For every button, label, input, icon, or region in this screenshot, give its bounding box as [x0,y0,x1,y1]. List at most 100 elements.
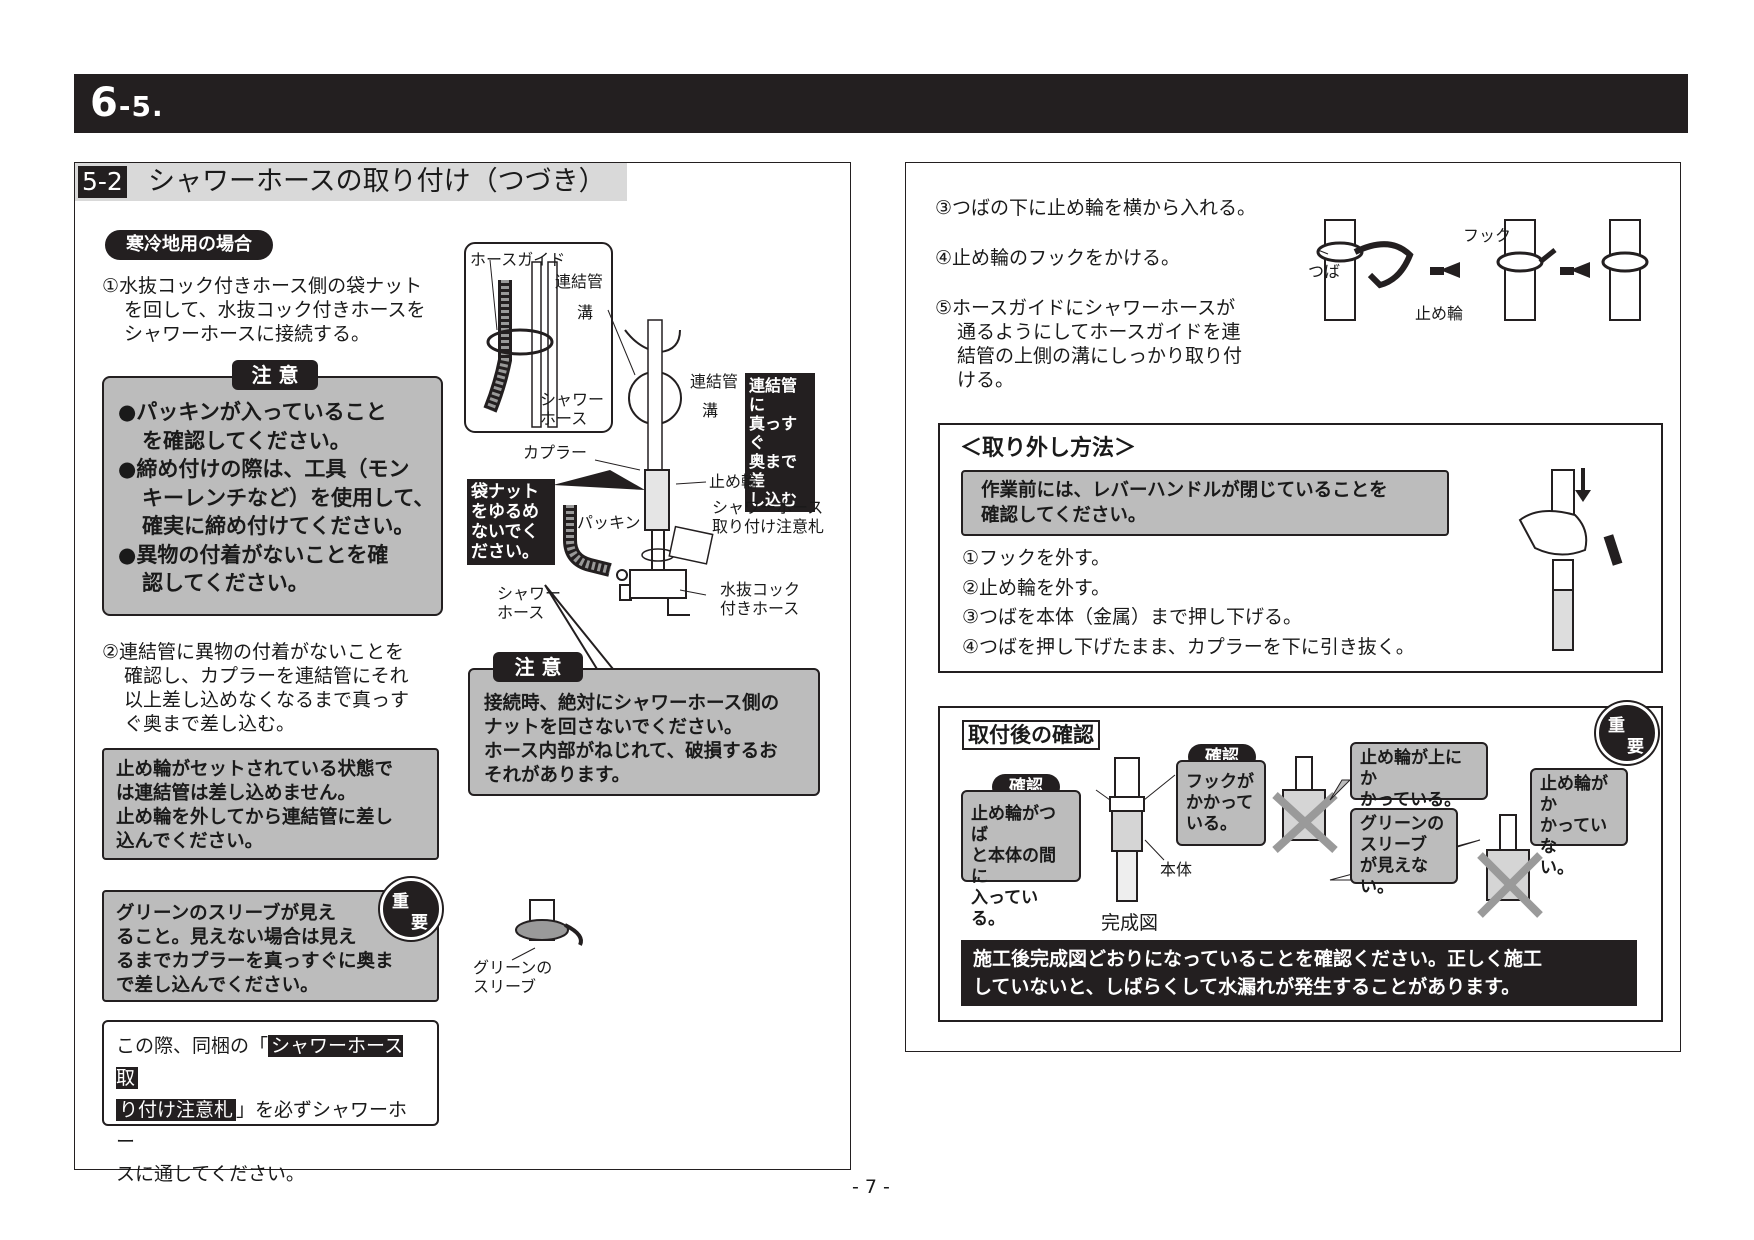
section-number: 5-2 [78,166,127,198]
step2-line1: ②連結管に異物の付着がないことを [102,641,405,663]
step2-line4: ぐ奥まで差し込む。 [124,713,296,735]
confirm1-l2: と本体の間に [971,846,1056,887]
caution2-box: 接続時、絶対にシャワーホース側の ナットを回さないでください。 ホース内部がねじ… [468,668,820,796]
label-shower-hose1: シャワー ホース [540,390,604,428]
seal-char2: 要 [411,913,428,933]
page-number: - 7 - [852,1176,890,1198]
caution-item-1b: を確認してください。 [142,428,351,453]
green-sleeve-l2: スリーブ [473,977,537,996]
step5-text: ⑤ホースガイドにシャワーホースが 通るようにしてホースガイドを連 結管の上側の溝… [935,296,1242,392]
check-seal: 重 要 [1596,702,1658,764]
confirm-callout-2: フックが かかって いる。 [1176,760,1266,846]
ng2-l1: グリーンの [1360,814,1445,834]
caution2-label: 注 意 [493,652,583,682]
important-line1: グリーンのスリーブが見え [116,903,336,924]
right-panel [905,162,1681,1052]
label-renketsu2: 連結管 [690,372,739,391]
confirm1-l3: 入っている。 [971,888,1039,929]
removal-steps: ①フックを外す。 ②止め輪を外す。 ③つばを本体（金属）まで押し下げる。 ④つば… [962,544,1415,662]
ng-callout-2: グリーンの スリーブ が見えない。 [1350,808,1458,897]
label-hook: フック [1463,226,1512,245]
nut-l1: 袋ナット [471,482,539,502]
caution-box [102,376,443,616]
note-line2: は連結管は差し込めません。 [116,783,356,804]
drain-hose-l1: 水抜コック [720,580,801,599]
label-coupler: カプラー [523,443,588,462]
ng-callout-1: 止め輪が上にか かっている。 [1350,742,1488,810]
straight-l1: 連結管に [749,376,798,414]
step4-text: ④止め輪のフックをかける。 [935,247,1181,269]
ng-callout-3: 止め輪がか かっていな い。 [1530,768,1628,878]
straight-l2: 真っすぐ [749,414,798,452]
label-body: 本体 [1160,860,1193,879]
tag-line1: この際、同梱の「シャワーホース取 [116,1030,425,1094]
confirm-callout-1: 止め輪がつば と本体の間に 入っている。 [961,790,1081,929]
ng2-l3: が見えない。 [1360,856,1428,897]
left-panel [74,162,851,1170]
nut-l3: ないでく [471,522,539,542]
step3-text: ③つばの下に止め輪を横から入れる。 [935,197,1257,219]
caution-item-1: ●パッキンが入っていること [118,400,387,424]
chapter-header-bar [74,74,1688,133]
check-seal-c2: 要 [1627,737,1644,757]
step5-line3: 結管の上側の溝にしっかり取り付 [957,345,1243,367]
caution-item-2b: キーレンチなど）を使用して、 [142,485,435,510]
caution-list: ●パッキンが入っていること を確認してください。 ●締め付けの際は、工具（モン … [118,398,434,598]
label-renketsu1: 連結管 [555,272,604,291]
stop-ring-note-box: 止め輪がセットされている状態で は連結管は差し込めません。 止め輪を外してから連… [102,748,439,860]
nut-l2: をゆるめ [471,502,539,522]
ng1-l1: 止め輪が上にか [1360,748,1462,789]
tag-note-l2: 取り付け注意札 [712,517,825,536]
tag-insert-straight: 連結管に 真っすぐ 奥まで差 し込む [745,373,815,512]
note-line4: 込んでください。 [116,831,264,852]
tag-post1: 」を必ずシャワーホー [116,1099,408,1153]
cold-region-label: 寒冷地用の場合 [105,230,273,260]
caution2-line4: それがあります。 [484,765,631,786]
removal-step-4: ④つばを押し下げたまま、カプラーを下に引き抜く。 [962,635,1415,658]
check-seal-c1: 重 [1608,716,1625,736]
final-warn-l2: していないと、しばらくして水漏れが発生することがあります。 [973,976,1521,998]
straight-l3: 奥まで差 [749,452,798,490]
final-warn-l1: 施工後完成図どおりになっていることを確認ください。正しく施工 [973,948,1543,970]
step5-line4: ける。 [957,369,1015,391]
label-mizo1: 溝 [577,303,594,322]
check-title: 取付後の確認 [962,720,1100,750]
ng1-l2: かっている。 [1360,790,1462,810]
tag-pre: この際、同梱の「 [116,1035,269,1057]
important-line3: るまでカプラーを真っすぐに奥ま [116,951,394,972]
caution-item-2c: 確実に締め付けてください。 [142,514,415,538]
removal-warning: 作業前には、レバーハンドルが閉じていることを 確認してください。 [961,470,1449,536]
removal-box [938,423,1663,673]
tag-line3: スに通してください。 [116,1163,305,1185]
tag-nut-warning: 袋ナット をゆるめ ないでく ださい。 [467,479,555,565]
removal-warn-l2: 確認してください。 [981,505,1147,526]
tag-instruction-box: この際、同梱の「シャワーホース取 り付け注意札」を必ずシャワーホー スに通してく… [102,1020,439,1185]
removal-warn-l1: 作業前には、レバーハンドルが閉じていることを [981,480,1388,501]
caution-label: 注 意 [232,360,318,390]
caution-item-3b: 認してください。 [142,571,309,595]
step5-line2: 通るようにしてホースガイドを連 [957,321,1241,343]
shower-hose1-l1: シャワー [540,390,605,409]
important-line2: ること。見えない場合は見え [116,927,357,948]
label-tag-note: シャワーホース 取り付け注意札 [712,498,824,536]
step1-line3: シャワーホースに接続する。 [124,323,371,345]
step2-text: ②連結管に異物の付着がないことを 確認し、カプラーを連結管にそれ 以上差し込めな… [102,640,452,736]
important-line4: で差し込んでください。 [116,975,319,996]
ng3-l1: 止め輪がか [1540,774,1608,815]
drain-hose-l2: 付きホース [720,599,800,618]
step1-line1: ①水抜コック付きホース側の袋ナット [102,275,423,297]
label-stop-ring: 止め輪 [709,472,758,491]
label-drain-hose: 水抜コック 付きホース [720,580,800,618]
section-title: シャワーホースの取り付け（つづき） [148,166,606,197]
label-hose-guide: ホースガイド [470,250,566,269]
nut-l4: ださい。 [471,542,539,562]
label-shower-hose2: シャワー ホース [497,584,561,622]
important-seal: 重 要 [380,878,442,940]
caution-item-2: ●締め付けの際は、工具（モン [118,457,410,481]
tag-note-l1: シャワーホース [712,498,824,517]
step2-line2: 確認し、カプラーを連結管にそれ [124,665,409,687]
shower-hose2-l2: ホース [497,603,545,622]
